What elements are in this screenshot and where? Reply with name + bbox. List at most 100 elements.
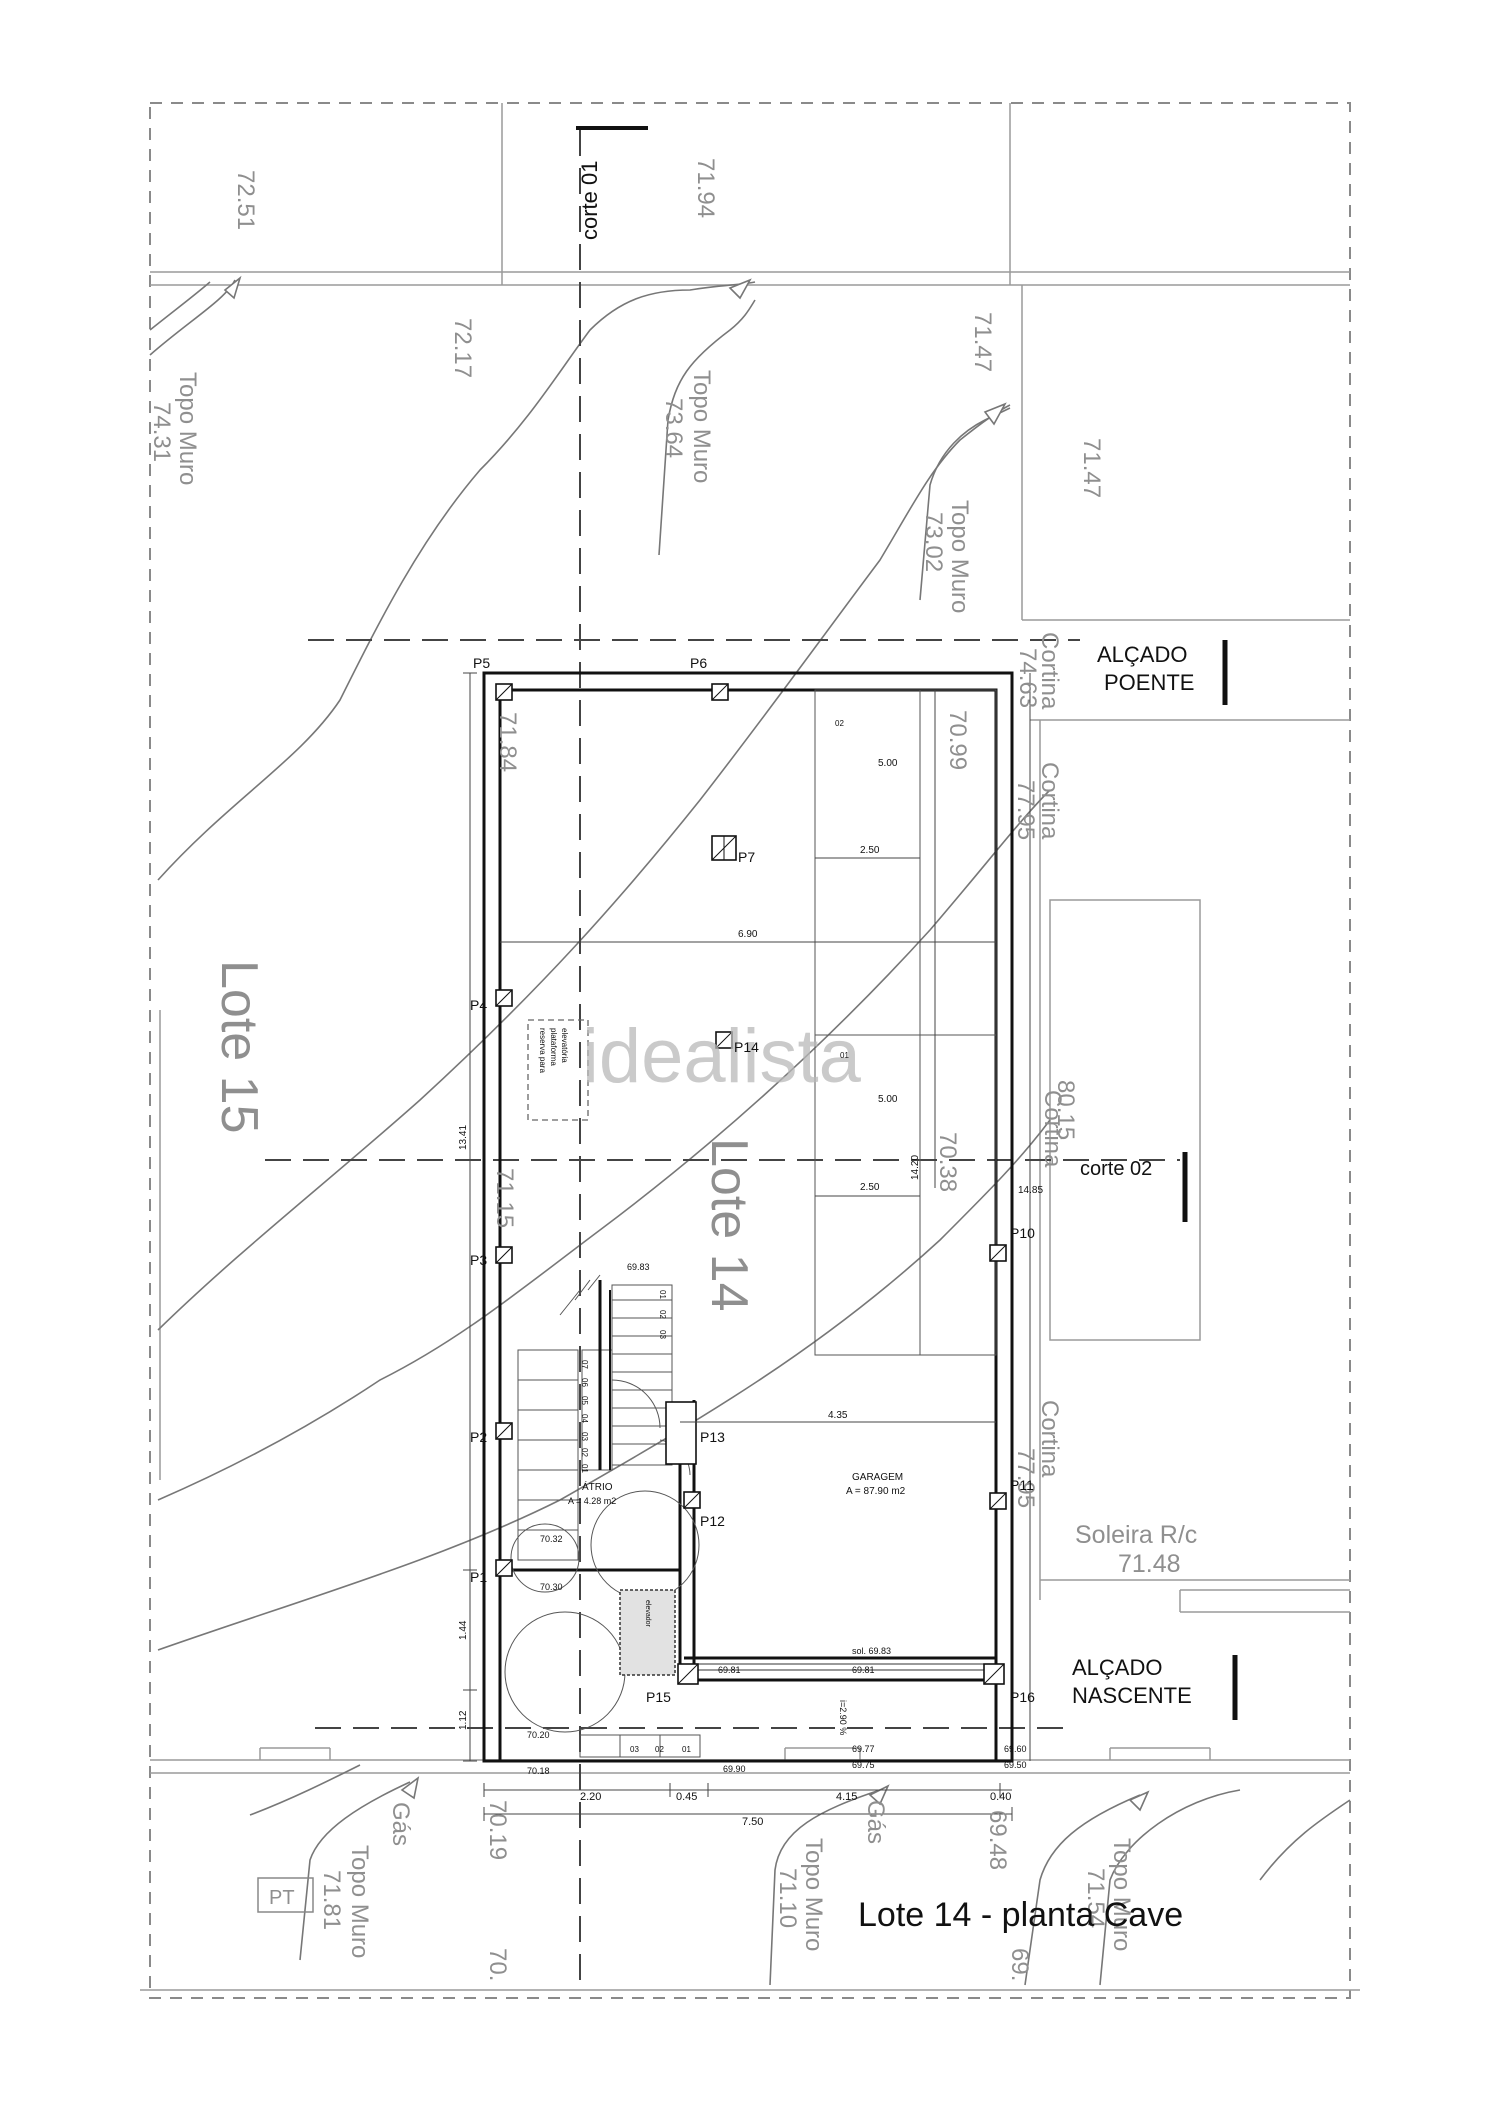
topo-muro-label: Topo Muro bbox=[946, 500, 973, 613]
dimension-label: 2.50 bbox=[860, 845, 880, 856]
cortina-label: Cortina bbox=[1039, 1090, 1066, 1168]
dimension-label: 5.00 bbox=[878, 1094, 898, 1105]
stair-step: 05 bbox=[580, 1396, 589, 1405]
dimension-label: 7.50 bbox=[742, 1816, 763, 1828]
topo-muro-label: Topo Muro bbox=[346, 1845, 373, 1958]
space-number: 02 bbox=[835, 719, 844, 728]
terrain-contours bbox=[149, 279, 1351, 1986]
atrio-name: ÁTRIO bbox=[582, 1480, 613, 1493]
alcado-nascente-label: NASCENTE bbox=[1072, 1683, 1192, 1708]
topo-muro-value: 74.31 bbox=[148, 402, 175, 462]
soleira-label: Soleira R/c bbox=[1075, 1521, 1197, 1549]
corte-02-label: corte 02 bbox=[1080, 1158, 1152, 1180]
pt-box bbox=[257, 1877, 314, 1913]
cortina-label: Cortina bbox=[1036, 762, 1063, 840]
dimension-label: 14.85 bbox=[1018, 1185, 1043, 1196]
level-mark: sol. 69.83 bbox=[852, 1646, 891, 1656]
level-mark: 69.75 bbox=[852, 1760, 875, 1770]
level-mark: 69.77 bbox=[852, 1744, 875, 1754]
spot-level: 77.95 bbox=[1012, 1448, 1039, 1508]
spot-level: 71.15 bbox=[491, 1168, 518, 1228]
pillar-label: P6 bbox=[690, 655, 707, 671]
cortina-label: Cortina bbox=[1036, 632, 1063, 710]
top-parcels bbox=[150, 103, 1350, 1613]
stair-step: 04 bbox=[580, 1414, 589, 1423]
spot-level: 71.94 bbox=[692, 158, 719, 218]
dimension-label: 14.20 bbox=[910, 1155, 921, 1180]
dimension-label: 1.44 bbox=[458, 1620, 469, 1640]
spot-level: 72.51 bbox=[232, 170, 259, 230]
spot-level: 71.47 bbox=[969, 312, 996, 372]
street-band bbox=[140, 1747, 1360, 1991]
level-mark: 69.83 bbox=[627, 1262, 650, 1272]
pillar-label: P10 bbox=[1010, 1225, 1035, 1241]
stair-step: 03 bbox=[630, 1745, 639, 1754]
pt-label: PT bbox=[269, 1887, 295, 1909]
spot-level: 69.48 bbox=[984, 1810, 1011, 1870]
lot-14-label: Lote 14 bbox=[700, 1138, 758, 1312]
topo-muro-label: Topo Muro bbox=[688, 370, 715, 483]
pillar-label: P13 bbox=[700, 1429, 725, 1445]
topo-muro-value: 73.64 bbox=[660, 398, 687, 458]
lift-reserve-label: reserva para bbox=[538, 1028, 547, 1073]
spot-level: 70. bbox=[484, 1948, 511, 1981]
soleira-level: 71.48 bbox=[1118, 1550, 1181, 1578]
level-mark: 69.90 bbox=[723, 1764, 746, 1774]
site-boundary bbox=[149, 102, 1351, 1999]
dimension-label: 0.45 bbox=[676, 1791, 697, 1803]
stair-step: 01 bbox=[658, 1290, 667, 1299]
corte-01-label: corte 01 bbox=[577, 161, 602, 241]
spot-level: 70.99 bbox=[944, 710, 971, 770]
garage-name: GARAGEM bbox=[852, 1472, 903, 1483]
stair-step: 03 bbox=[580, 1432, 589, 1441]
spot-level: 80.15 bbox=[1052, 1080, 1079, 1140]
stair-step: 07 bbox=[580, 1360, 589, 1369]
pillar-label: P15 bbox=[646, 1689, 671, 1705]
pillar-label: P1 bbox=[470, 1569, 487, 1585]
spot-level: 72.17 bbox=[449, 318, 476, 378]
lot-15-label: Lote 15 bbox=[210, 960, 268, 1134]
atrio-area: A = 4.28 m2 bbox=[568, 1496, 616, 1506]
spot-level: 74.63 bbox=[1014, 648, 1041, 708]
topo-muro-label: Topo Muro bbox=[174, 372, 201, 485]
topo-muro-label: Topo Muro bbox=[800, 1838, 827, 1951]
watermark: idealista bbox=[582, 1014, 862, 1099]
garage-area: A = 87.90 m2 bbox=[846, 1486, 906, 1497]
dimension-label: 13.41 bbox=[458, 1125, 469, 1150]
gas-label: Gás bbox=[387, 1802, 414, 1846]
cut-lines bbox=[265, 126, 1238, 1990]
pillar-label: P3 bbox=[470, 1252, 487, 1268]
dimension-label: 0.40 bbox=[990, 1791, 1011, 1803]
level-mark: 70.18 bbox=[527, 1766, 550, 1776]
cortina-label: Cortina bbox=[1036, 1400, 1063, 1478]
pillar-label: P2 bbox=[470, 1429, 487, 1445]
alcado-nascente-label: ALÇADO bbox=[1072, 1655, 1162, 1680]
pillar-label: P4 bbox=[470, 997, 487, 1013]
level-mark: 70.32 bbox=[540, 1534, 563, 1544]
pillar-label: P16 bbox=[1010, 1689, 1035, 1705]
gas-label: Gás bbox=[862, 1800, 889, 1844]
pillar-label: P7 bbox=[738, 849, 755, 865]
alcado-poente-label: POENTE bbox=[1104, 670, 1194, 695]
lift-label: elevador bbox=[644, 1600, 651, 1628]
topo-muro-value: 71.10 bbox=[774, 1868, 801, 1928]
stair-step: 02 bbox=[655, 1745, 664, 1754]
level-mark: 70.20 bbox=[527, 1730, 550, 1740]
spot-level: 71.47 bbox=[1078, 438, 1105, 498]
stair-step: 01 bbox=[580, 1464, 589, 1473]
spot-level: 69. bbox=[1006, 1948, 1033, 1981]
dimension-label: 4.15 bbox=[836, 1791, 857, 1803]
space-number: 01 bbox=[840, 1051, 849, 1060]
ramp-slope: i=2.90 % bbox=[838, 1700, 848, 1735]
dimension-label: 2.20 bbox=[580, 1791, 601, 1803]
dimension-lines bbox=[463, 672, 1031, 1821]
dimension-label: 6.90 bbox=[738, 929, 758, 940]
topo-muro-label: Topo Muro bbox=[1108, 1838, 1135, 1951]
pillar-label: P5 bbox=[473, 655, 490, 671]
pillar-hatch bbox=[495, 683, 1007, 1685]
stairs bbox=[517, 1274, 701, 1758]
stair-step: 02 bbox=[580, 1448, 589, 1457]
pillar-p13 bbox=[665, 1401, 697, 1465]
lift-shaft bbox=[619, 1589, 676, 1676]
